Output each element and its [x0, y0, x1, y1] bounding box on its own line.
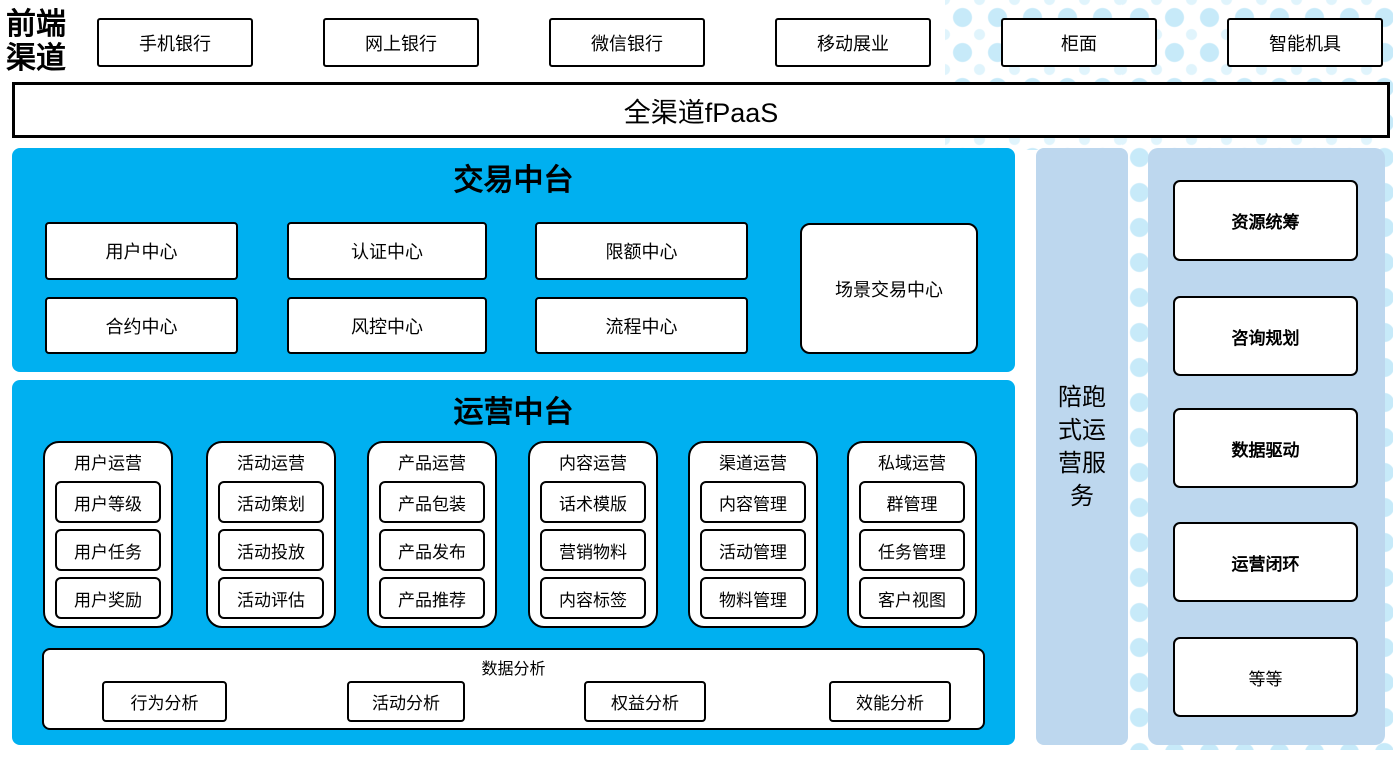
group-item: 活动投放 [218, 529, 324, 571]
group-item: 用户等级 [55, 481, 161, 523]
transaction-platform-title: 交易中台 [453, 164, 574, 197]
center-box-limit: 限额中心 [535, 222, 748, 280]
group-item: 营销物料 [540, 529, 646, 571]
service-box-resource-coordination: 资源统筹 [1173, 180, 1358, 261]
center-box-scene-transaction: 场景交易中心 [800, 223, 978, 354]
group-item: 内容管理 [700, 481, 806, 523]
group-title: 私域运营 [878, 454, 946, 473]
group-item: 活动管理 [700, 529, 806, 571]
center-box-risk: 风控中心 [287, 297, 487, 354]
group-item: 产品推荐 [379, 577, 485, 619]
analysis-box-efficiency: 效能分析 [829, 681, 951, 722]
group-item: 用户奖励 [55, 577, 161, 619]
group-item: 活动策划 [218, 481, 324, 523]
operation-platform-title: 运营中台 [453, 396, 574, 429]
channel-box-mobile-banking: 手机银行 [97, 18, 253, 67]
channel-box-smart-machines: 智能机具 [1227, 18, 1383, 67]
group-item: 产品包装 [379, 481, 485, 523]
group-title: 产品运营 [398, 454, 466, 473]
data-analysis-panel: 数据分析 行为分析 活动分析 权益分析 效能分析 [42, 648, 985, 730]
group-item: 客户视图 [859, 577, 965, 619]
channel-box-mobile-outreach: 移动展业 [775, 18, 931, 67]
service-box-consulting-planning: 咨询规划 [1173, 296, 1358, 376]
operation-platform-panel: 运营中台 用户运营 用户等级 用户任务 用户奖励 活动运营 活动策划 活动投放 … [12, 380, 1015, 745]
group-item: 产品发布 [379, 529, 485, 571]
group-item: 话术模版 [540, 481, 646, 523]
center-box-process: 流程中心 [535, 297, 748, 354]
group-item: 用户任务 [55, 529, 161, 571]
group-title: 渠道运营 [719, 454, 787, 473]
group-item: 内容标签 [540, 577, 646, 619]
group-content-operation: 内容运营 话术模版 营销物料 内容标签 [528, 441, 658, 628]
accompanying-service-strip: 陪跑式运营服务 [1036, 148, 1128, 745]
analysis-box-behavior: 行为分析 [102, 681, 227, 722]
channel-box-counter: 柜面 [1001, 18, 1157, 67]
transaction-platform-panel: 交易中台 用户中心 认证中心 限额中心 合约中心 风控中心 流程中心 场景交易中… [12, 148, 1015, 372]
group-user-operation: 用户运营 用户等级 用户任务 用户奖励 [43, 441, 173, 628]
service-items-panel: 资源统筹 咨询规划 数据驱动 运营闭环 等等 [1148, 148, 1385, 745]
service-box-operation-loop: 运营闭环 [1173, 522, 1358, 602]
group-private-domain-operation: 私域运营 群管理 任务管理 客户视图 [847, 441, 977, 628]
group-activity-operation: 活动运营 活动策划 活动投放 活动评估 [206, 441, 336, 628]
group-title: 活动运营 [237, 454, 305, 473]
center-box-auth: 认证中心 [287, 222, 487, 280]
channel-box-online-banking: 网上银行 [323, 18, 479, 67]
center-box-user: 用户中心 [45, 222, 238, 280]
group-channel-operation: 渠道运营 内容管理 活动管理 物料管理 [688, 441, 818, 628]
group-title: 用户运营 [74, 454, 142, 473]
center-box-contract: 合约中心 [45, 297, 238, 354]
group-item: 任务管理 [859, 529, 965, 571]
group-item: 活动评估 [218, 577, 324, 619]
service-box-etc: 等等 [1173, 637, 1358, 717]
group-item: 物料管理 [700, 577, 806, 619]
group-item: 群管理 [859, 481, 965, 523]
group-product-operation: 产品运营 产品包装 产品发布 产品推荐 [367, 441, 497, 628]
service-box-data-driven: 数据驱动 [1173, 408, 1358, 488]
analysis-box-rights: 权益分析 [584, 681, 706, 722]
group-title: 内容运营 [559, 454, 627, 473]
data-analysis-title: 数据分析 [481, 661, 546, 678]
analysis-box-activity: 活动分析 [347, 681, 465, 722]
fpaas-bar: 全渠道fPaaS [12, 82, 1390, 138]
channel-box-wechat-banking: 微信银行 [549, 18, 705, 67]
front-channels-label: 前端渠道 [6, 8, 66, 75]
accompanying-service-label: 陪跑式运营服务 [1058, 383, 1106, 510]
